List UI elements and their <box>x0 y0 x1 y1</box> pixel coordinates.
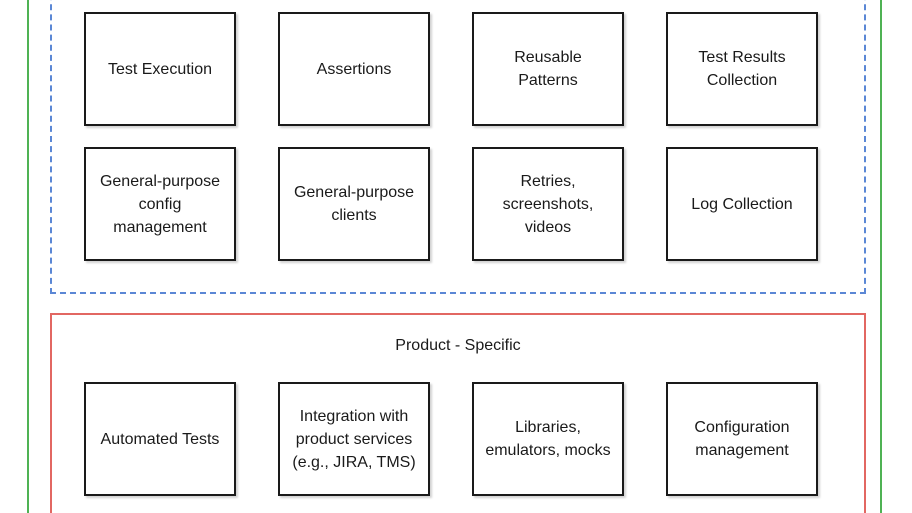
box-test-execution: Test Execution <box>84 12 236 126</box>
box-libraries-emulators-mocks: Libraries, emulators, mocks <box>472 382 624 496</box>
box-retries-screenshots-videos: Retries, screenshots, videos <box>472 147 624 261</box>
box-assertions: Assertions <box>278 12 430 126</box>
box-general-purpose-config-management: General-purpose config management <box>84 147 236 261</box>
box-test-results-collection: Test Results Collection <box>666 12 818 126</box>
generic-section <box>50 0 866 294</box>
box-configuration-management: Configuration management <box>666 382 818 496</box>
box-reusable-patterns: Reusable Patterns <box>472 12 624 126</box>
box-log-collection: Log Collection <box>666 147 818 261</box>
outer-container-border-right <box>880 0 882 513</box>
outer-container-border-left <box>27 0 29 513</box>
box-integration-with-product-services: Integration with product services (e.g.,… <box>278 382 430 496</box>
box-automated-tests: Automated Tests <box>84 382 236 496</box>
product-section-title: Product - Specific <box>395 337 521 354</box>
box-general-purpose-clients: General-purpose clients <box>278 147 430 261</box>
product-section: Product - Specific <box>50 313 866 513</box>
